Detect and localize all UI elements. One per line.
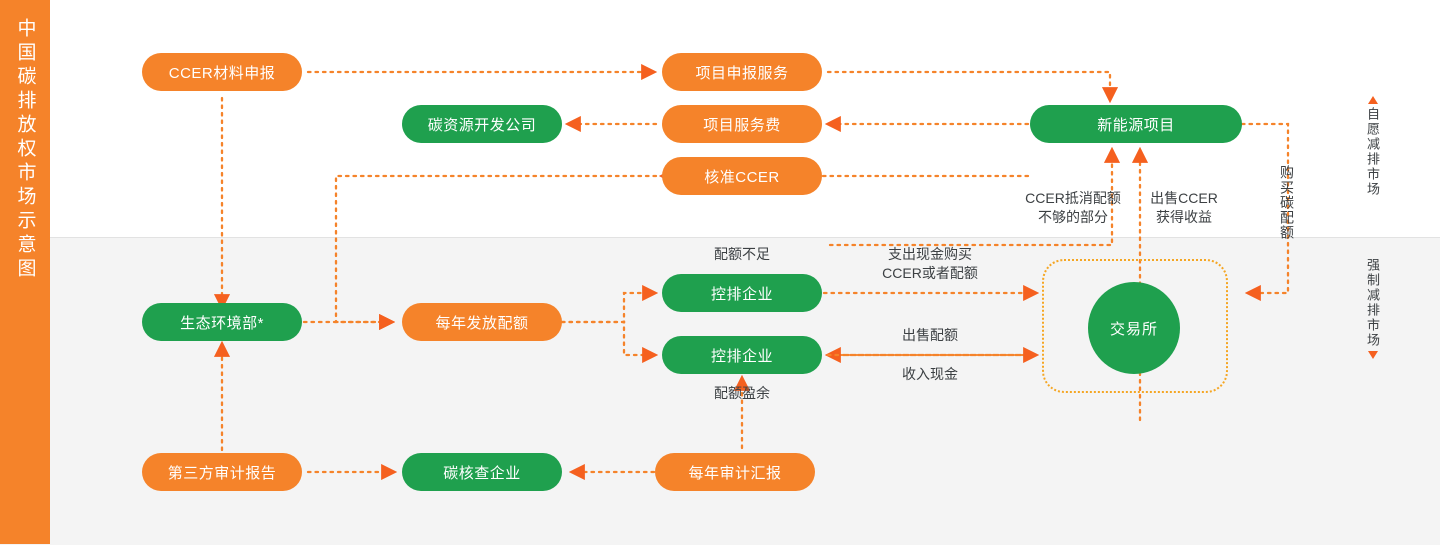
page-title-bar: 中国碳排放权市场示意图 xyxy=(0,0,50,544)
label-receive-cash: 收入现金 xyxy=(902,366,958,382)
arrow-down-icon xyxy=(1367,351,1378,359)
legend-voluntary-label: 自愿减排市场 xyxy=(1365,107,1380,197)
legend-mandatory-label: 强制减排市场 xyxy=(1365,258,1380,348)
node-ministry-of-ecology[interactable]: 生态环境部* xyxy=(142,303,302,341)
node-label: 项目服务费 xyxy=(703,116,781,134)
wire-offset-to-project xyxy=(828,146,1121,247)
wire-application-to-project xyxy=(826,70,1119,104)
node-controlled-enterprise-2[interactable]: 控排企业 xyxy=(662,336,822,374)
node-third-party-audit-report[interactable]: 第三方审计报告 xyxy=(142,453,302,491)
node-annual-quota-issue[interactable]: 每年发放配额 xyxy=(402,303,562,341)
label-ccer-offset-shortfall: CCER抵消配额 不够的部分 xyxy=(1025,190,1121,225)
legend-voluntary-market: 自愿减排市场 xyxy=(1365,96,1380,197)
node-label: 控排企业 xyxy=(710,285,773,303)
node-label: 控排企业 xyxy=(710,347,773,365)
node-new-energy-project[interactable]: 新能源项目 xyxy=(1030,105,1242,143)
node-project-application-service[interactable]: 项目申报服务 xyxy=(662,53,822,91)
node-label: 每年发放配额 xyxy=(435,314,529,332)
node-label: 交易所 xyxy=(1109,320,1158,338)
node-label: 核准CCER xyxy=(704,168,780,186)
label-quota-surplus: 配额盈余 xyxy=(714,385,770,401)
label-buy-carbon-quota: 购买碳配额 xyxy=(1279,165,1295,240)
node-carbon-resource-company[interactable]: 碳资源开发公司 xyxy=(402,105,562,143)
label-pay-cash-buy: 支出现金购买 CCER或者配额 xyxy=(882,246,978,281)
wire-quota-to-ent1 xyxy=(560,284,659,324)
label-sell-ccer-income: 出售CCER 获得收益 xyxy=(1150,190,1218,225)
node-label: 生态环境部* xyxy=(180,314,264,332)
label-quota-shortage: 配额不足 xyxy=(714,246,770,262)
node-annual-audit-report[interactable]: 每年审计汇报 xyxy=(655,453,815,491)
node-label: CCER材料申报 xyxy=(168,64,276,82)
node-controlled-enterprise-1[interactable]: 控排企业 xyxy=(662,274,822,312)
node-label: 项目申报服务 xyxy=(695,64,789,82)
node-label: 碳核查企业 xyxy=(443,464,521,482)
exchange-container xyxy=(1042,259,1228,393)
node-label: 每年审计汇报 xyxy=(688,464,782,482)
wire-quota-to-ent2 xyxy=(560,320,659,364)
node-label: 碳资源开发公司 xyxy=(427,116,537,134)
node-exchange[interactable]: 交易所 xyxy=(1088,282,1180,374)
wire-approvedccer-to-quota xyxy=(334,174,658,331)
wire-buyquota-to-exchange xyxy=(1240,122,1290,302)
node-project-service-fee[interactable]: 项目服务费 xyxy=(662,105,822,143)
page-title: 中国碳排放权市场示意图 xyxy=(14,18,36,282)
label-sell-quota: 出售配额 xyxy=(902,327,958,343)
node-carbon-verification-company[interactable]: 碳核查企业 xyxy=(402,453,562,491)
node-ccer-material[interactable]: CCER材料申报 xyxy=(142,53,302,91)
legend-mandatory-market: 强制减排市场 xyxy=(1365,258,1380,359)
arrow-up-icon xyxy=(1367,96,1378,104)
node-label: 新能源项目 xyxy=(1097,116,1175,134)
node-approved-ccer[interactable]: 核准CCER xyxy=(662,157,822,195)
node-label: 第三方审计报告 xyxy=(167,464,277,482)
